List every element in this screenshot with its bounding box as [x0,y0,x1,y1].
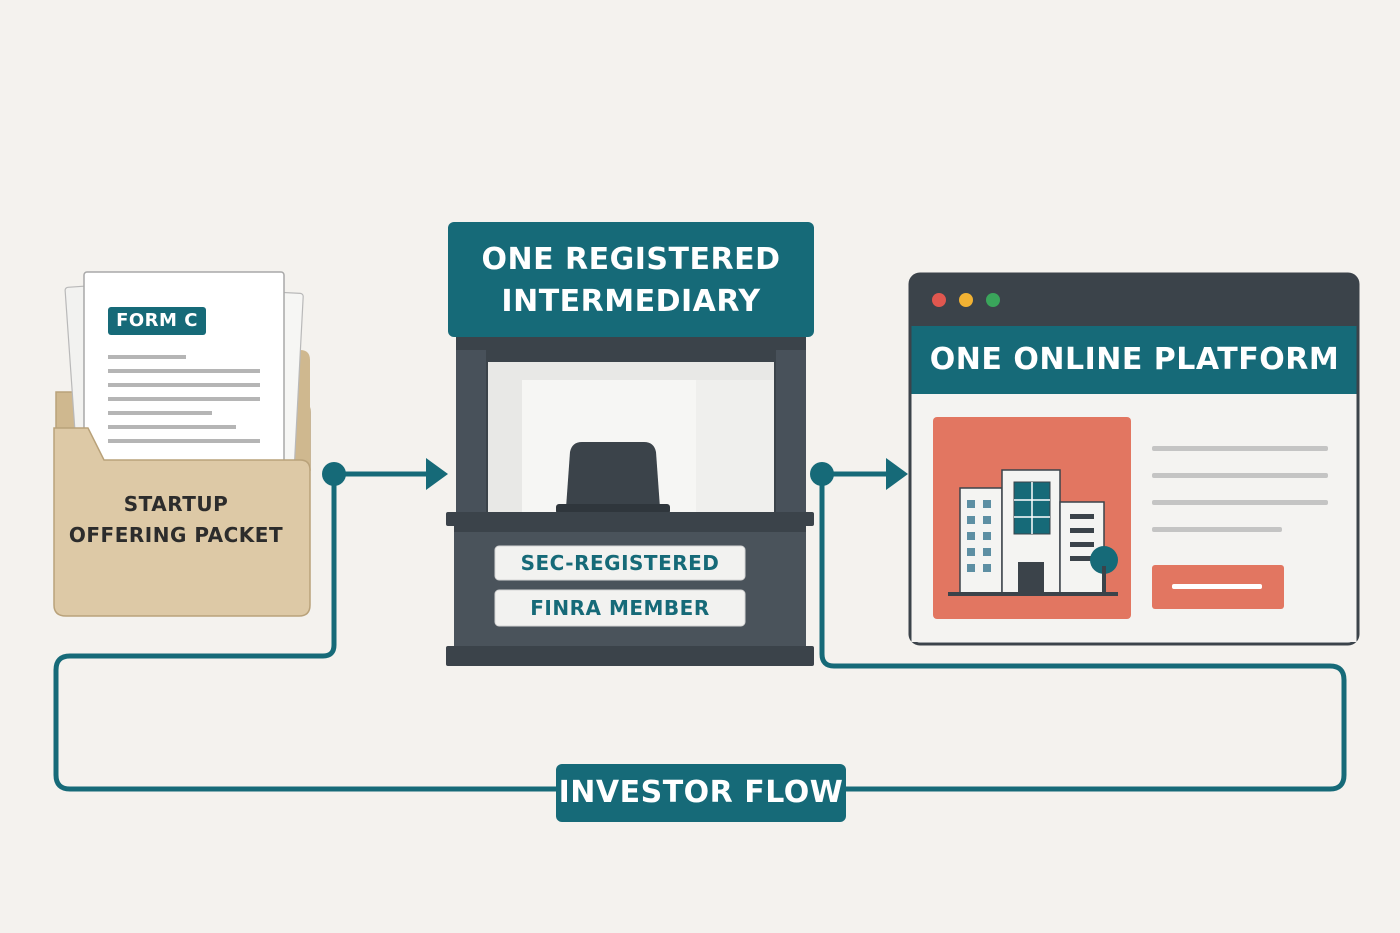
form-c-tag [108,307,206,335]
browser-titlebar [910,274,1358,326]
sec-registered-badge: SEC-REGISTERED [520,551,720,575]
intermediary-title-line1: ONE REGISTERED [481,242,781,277]
listing-image [933,417,1131,619]
badge-finra [494,589,746,627]
platform-title: ONE ONLINE PLATFORM [929,342,1340,377]
connector-dot-2 [810,462,834,486]
intermediary-booth [446,222,814,666]
startup-folder-icon [53,271,311,617]
arrow-folder-to-intermediary [322,458,448,490]
folder-label-line1: STARTUP [123,492,229,516]
close-dot-icon [932,293,946,307]
folder-label-line2: OFFERING PACKET [68,523,284,547]
invest-cta-button[interactable] [1152,565,1284,609]
platform-browser-window [908,272,1360,646]
investor-flow-label: INVESTOR FLOW [558,775,844,810]
paper-stack [64,271,304,504]
intermediary-title-line2: INTERMEDIARY [501,284,761,319]
intermediary-sign [448,222,814,337]
minimize-dot-icon [959,293,973,307]
attendant-hat-icon [556,442,670,514]
finra-member-badge: FINRA MEMBER [530,596,710,620]
platform-header [911,326,1357,394]
arrow-intermediary-to-platform [810,458,908,490]
badge-sec [494,545,746,581]
maximize-dot-icon [986,293,1000,307]
form-c-label: FORM C [116,310,198,331]
investor-flow-pill [556,764,846,822]
connector-dot-1 [322,462,346,486]
